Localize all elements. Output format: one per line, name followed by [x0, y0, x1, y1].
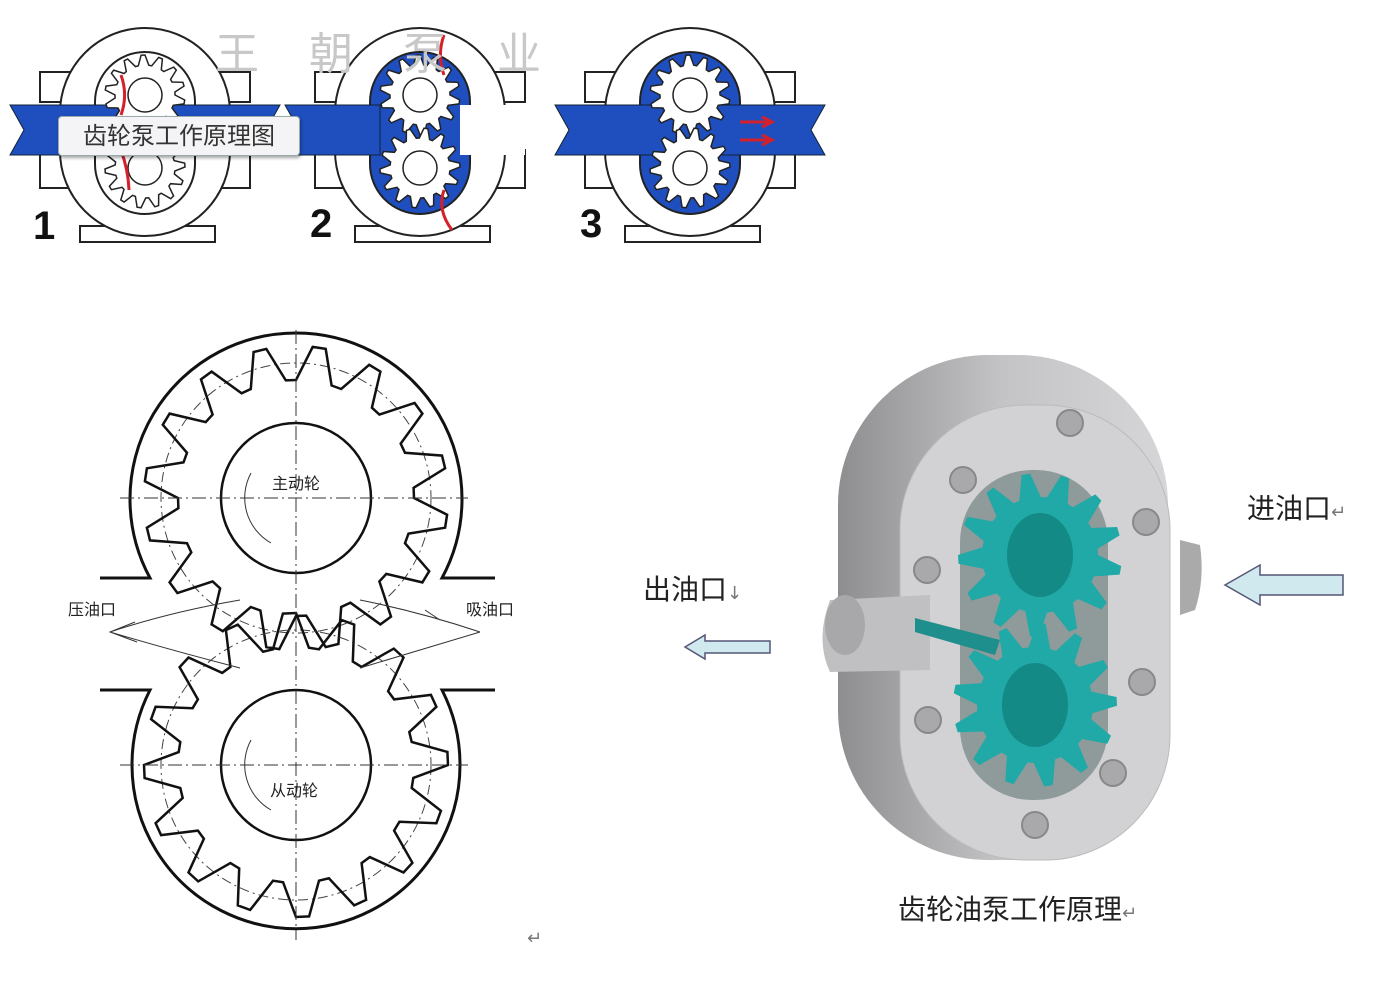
shaft-end: [825, 595, 865, 655]
pressure-port-label: 压油口: [68, 600, 117, 619]
step-panel-3: [554, 27, 826, 243]
inlet-mark: ↵: [1331, 502, 1347, 523]
step-number-2: 2: [310, 202, 333, 246]
suction-port-label: 吸油口: [466, 600, 515, 619]
gear-hub: [127, 77, 163, 113]
inlet-label: 进油口↵: [1247, 487, 1346, 527]
model-title-mark: ↵: [1122, 903, 1138, 924]
gear-bore: [1002, 663, 1068, 747]
step-number-1: 1: [33, 204, 56, 248]
bolt-hole: [914, 706, 942, 734]
band-gap: [460, 105, 525, 155]
outlet-arrow-icon: [683, 633, 771, 661]
gear-bore: [1007, 513, 1073, 597]
model-title-text: 齿轮油泵工作原理: [898, 893, 1123, 926]
bolt-hole: [1056, 409, 1084, 437]
housing-lower: [100, 688, 495, 931]
drive-gear-label: 主动轮: [272, 474, 321, 493]
watermark: 王朝泵业: [215, 29, 591, 80]
step-number-3: 3: [580, 202, 603, 246]
inlet-text: 进油口: [1247, 492, 1332, 525]
rotation-arrow-icon: [244, 739, 272, 811]
suction-flow-arrow-icon: [359, 599, 481, 669]
bolt-hole: [1099, 759, 1127, 787]
top-step-panels: [9, 27, 826, 243]
bolt-hole: [1021, 811, 1049, 839]
step-panel-2: [284, 27, 526, 243]
flow-arrow-icon: [740, 115, 776, 129]
outlet-text: 出油口: [643, 573, 728, 606]
rotation-arrow-icon: [244, 472, 272, 544]
gear-hub: [672, 77, 708, 113]
return-mark: ↵: [527, 928, 543, 949]
step-panel-1: [9, 27, 281, 243]
rotation-arrow-icon: [440, 189, 454, 231]
rotation-arrow-icon: [438, 34, 446, 76]
inlet-arrow-icon: [1223, 563, 1344, 607]
bolt-hole: [1128, 668, 1156, 696]
rotation-arrow-icon: [119, 74, 127, 116]
bolt-hole: [913, 556, 941, 584]
shaft-key: [915, 618, 1000, 655]
driven-gear-label: 从动轮: [270, 781, 319, 800]
gear-hub: [672, 150, 708, 186]
driven-gear-icon: [142, 611, 450, 919]
gear-hub: [127, 150, 163, 186]
outlet-mark: ↓: [727, 583, 743, 604]
inlet-port-boss: [1180, 540, 1202, 615]
bolt-hole: [949, 466, 977, 494]
outlet-label: 出油口↓: [643, 568, 742, 608]
gear-schematic: [100, 330, 495, 940]
bolt-hole: [1132, 508, 1160, 536]
pump-3d-model: [683, 355, 1344, 861]
gear-hub: [402, 150, 438, 186]
model-title: 齿轮油泵工作原理↵: [898, 888, 1137, 928]
pressure-flow-arrow-icon: [108, 599, 241, 669]
flow-arrow-icon: [740, 133, 776, 147]
gear-hub: [402, 77, 438, 113]
caption-box: 齿轮泵工作原理图: [58, 116, 300, 156]
